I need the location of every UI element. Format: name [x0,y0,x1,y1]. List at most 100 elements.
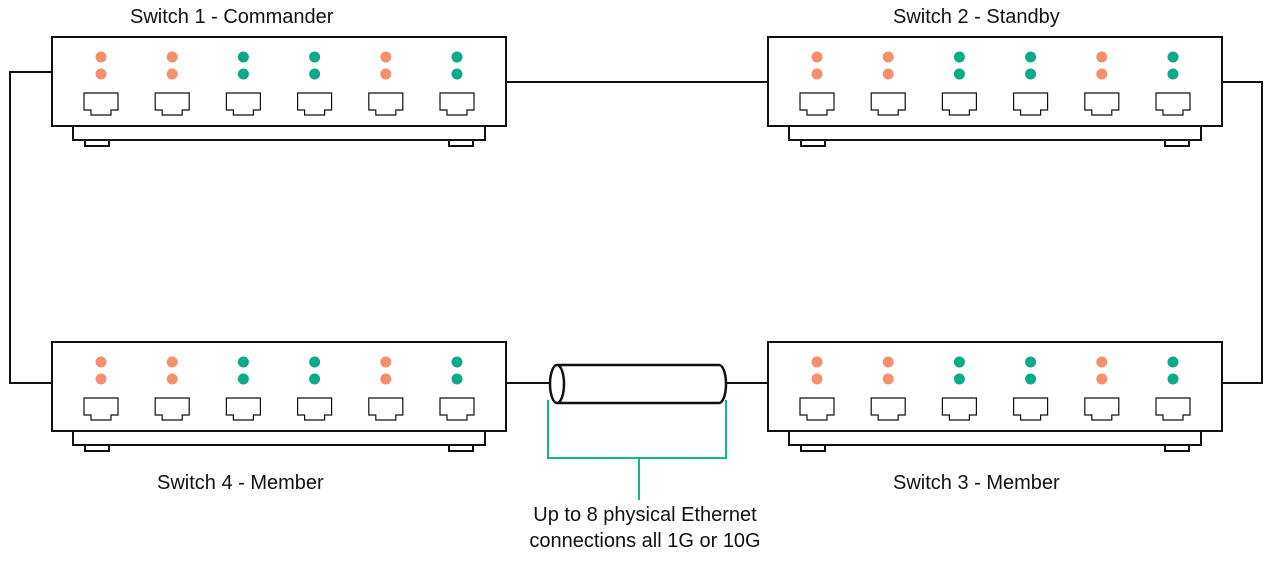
switch-port [225,356,261,421]
status-led-icon [380,51,392,63]
switch-foot [448,444,474,452]
ethernet-port-icon [1084,92,1120,116]
ethernet-port-icon [870,397,906,421]
status-led-icon [1096,373,1108,385]
switch-foot [84,444,110,452]
status-led-icon [237,51,249,63]
status-led-icon [953,373,965,385]
status-led-icon [1096,68,1108,80]
switch-base [788,430,1202,446]
switch-1 [51,36,507,147]
status-led-icon [882,356,894,368]
ethernet-port-icon [83,92,119,116]
switch-port [799,356,835,421]
switch-port [870,51,906,116]
status-led-icon [811,68,823,80]
ethernet-port-icon [1155,92,1191,116]
ethernet-port-icon [154,92,190,116]
status-led-icon [380,373,392,385]
switch-4 [51,341,507,452]
switch-port [368,356,404,421]
switch-foot [1164,139,1190,147]
switch-port [1013,356,1049,421]
status-led-icon [1025,51,1037,63]
status-led-icon [380,68,392,80]
status-led-icon [309,51,321,63]
link-note-line-1: Up to 8 physical Ethernet [533,504,757,526]
status-led-icon [309,356,321,368]
switch-port [1084,51,1120,116]
switch-port [83,51,119,116]
switch-1-label: Switch 1 - Commander [130,6,334,28]
status-led-icon [451,356,463,368]
ethernet-port-icon [870,92,906,116]
ethernet-port-icon [439,92,475,116]
status-led-icon [166,373,178,385]
switch-port [368,51,404,116]
link-note-line-2: connections all 1G or 10G [529,530,761,552]
status-led-icon [1167,356,1179,368]
switch-port [154,51,190,116]
status-led-icon [95,356,107,368]
status-led-icon [1167,51,1179,63]
switch-port [870,356,906,421]
status-led-icon [953,356,965,368]
status-led-icon [1096,356,1108,368]
status-led-icon [451,51,463,63]
switch-4-label: Switch 4 - Member [157,472,324,494]
ethernet-port-icon [799,92,835,116]
ethernet-port-icon [297,92,333,116]
switch-3 [767,341,1223,452]
ethernet-port-icon [1084,397,1120,421]
status-led-icon [811,51,823,63]
status-led-icon [882,51,894,63]
switch-port [941,51,977,116]
link-switch2-switch3 [1222,81,1263,384]
status-led-icon [309,68,321,80]
switch-port [225,51,261,116]
switch-base [788,125,1202,141]
switch-port [83,356,119,421]
switch-port [154,356,190,421]
switch-body [767,341,1223,432]
status-led-icon [1025,68,1037,80]
status-led-icon [1025,356,1037,368]
bracket-line [547,400,727,459]
status-led-icon [1025,373,1037,385]
status-led-icon [237,356,249,368]
ethernet-port-icon [1013,92,1049,116]
ethernet-port-icon [368,92,404,116]
status-led-icon [166,68,178,80]
switch-foot [84,139,110,147]
switch-foot [800,139,826,147]
switch-foot [800,444,826,452]
status-led-icon [811,373,823,385]
switch-body [767,36,1223,127]
status-led-icon [953,68,965,80]
status-led-icon [953,51,965,63]
ring-links [9,71,1263,384]
switch-port [297,51,333,116]
status-led-icon [811,356,823,368]
switch-port [297,356,333,421]
switch-port [1013,51,1049,116]
link-note: Up to 8 physical Ethernet connections al… [470,502,820,554]
status-led-icon [237,373,249,385]
ethernet-port-icon [154,397,190,421]
status-led-icon [1167,373,1179,385]
switch-port [1155,51,1191,116]
switch-port [799,51,835,116]
switch-port [1155,356,1191,421]
cable-bundle-icon [548,363,728,405]
switch-base [72,125,486,141]
status-led-icon [1096,51,1108,63]
status-led-icon [95,51,107,63]
ethernet-port-icon [225,92,261,116]
switch-foot [448,139,474,147]
switch-base [72,430,486,446]
status-led-icon [451,373,463,385]
status-led-icon [237,68,249,80]
ethernet-port-icon [799,397,835,421]
